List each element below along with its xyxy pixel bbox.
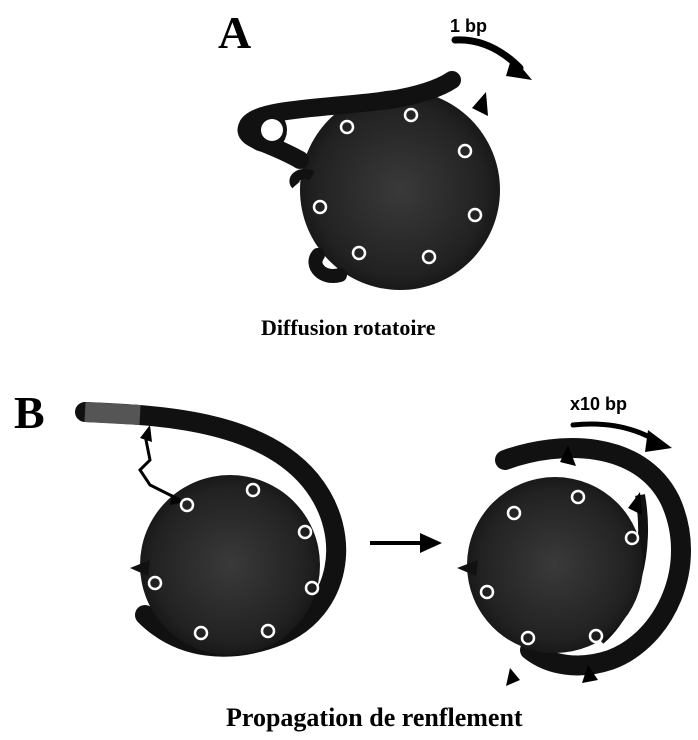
transition-arrowhead xyxy=(420,533,442,553)
rotation-arrowhead-b xyxy=(645,430,672,452)
panel-a-letter: A xyxy=(218,7,251,58)
histone-core-left xyxy=(140,475,320,655)
step-label-b: x10 bp xyxy=(570,394,627,414)
dna-entry-left xyxy=(130,560,150,576)
nucleosome-after: x10 bp xyxy=(457,394,681,686)
panel-a: A 1 bp Diffusion rotatoire xyxy=(218,7,532,340)
panel-b-caption: Propagation de renflement xyxy=(226,703,523,732)
dna-free-end-left xyxy=(85,412,140,415)
exchange-arrowhead-up xyxy=(140,425,152,442)
bulge-tip xyxy=(628,492,642,515)
rotation-arrow-b xyxy=(573,424,655,440)
bulge-tip xyxy=(506,668,520,686)
panel-b: B xyxy=(14,387,681,732)
panel-a-caption: Diffusion rotatoire xyxy=(261,315,436,340)
histone-core-right xyxy=(467,477,643,653)
step-label-a: 1 bp xyxy=(450,16,487,36)
bulge-tip-a xyxy=(472,92,488,116)
panel-b-letter: B xyxy=(14,387,45,438)
transition-arrow xyxy=(370,533,442,553)
dna-loop-hole-a xyxy=(261,119,283,141)
histone-core-a xyxy=(300,90,500,290)
nucleosome-before xyxy=(85,412,336,655)
exchange-arrow-left xyxy=(140,435,180,500)
